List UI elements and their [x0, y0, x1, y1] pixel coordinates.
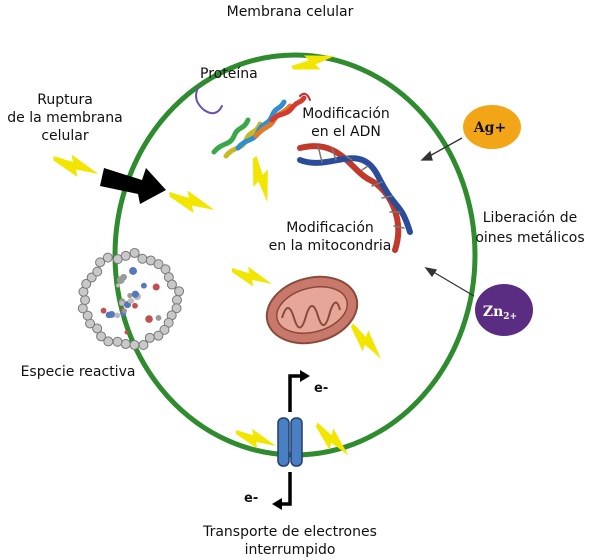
cluster-atom	[120, 250, 131, 261]
cluster-atom	[77, 303, 88, 314]
cluster-atom	[120, 273, 127, 281]
cluster-atom	[124, 330, 129, 335]
dna-mod-label-line2: en el ADN	[311, 124, 381, 140]
transport-label-line2: interrumpido	[245, 542, 336, 558]
cluster-atom	[92, 266, 103, 277]
cluster-atom	[129, 247, 140, 258]
cluster-atom	[138, 340, 149, 351]
zinc-ion: Zn2+	[475, 284, 533, 336]
cluster-atom	[155, 315, 162, 321]
cluster-atom	[122, 308, 128, 314]
electron-arrow-up-head	[300, 370, 310, 382]
cluster-atom	[81, 278, 92, 289]
cluster-atom	[131, 290, 139, 298]
zinc-ion-arrowhead	[424, 267, 438, 278]
zinc-ion-circle	[475, 284, 533, 336]
cluster-atom	[145, 315, 153, 323]
dna-mod-label-line1: Modificación	[302, 106, 390, 122]
silver-ion-circle	[463, 105, 521, 149]
silver-ion-symbol: Ag+	[473, 120, 506, 136]
zinc-ion-symbol: Zn2+	[483, 304, 517, 322]
electron-arrow-up	[288, 374, 302, 412]
cluster-atom	[119, 300, 125, 306]
ion-release-label-line2: oines metálicos	[475, 230, 584, 246]
lightning-icon	[343, 322, 391, 362]
electron-arrow-down-head	[272, 498, 282, 510]
cell-membrane	[112, 52, 478, 458]
cluster-atom	[127, 292, 133, 299]
rupture-arrow	[100, 168, 166, 204]
cluster-atom	[95, 257, 106, 268]
transport-label-line1: Transporte de electrones	[202, 524, 377, 540]
rupture-label-line2: de la membrana	[7, 110, 122, 126]
zinc-ion-arrow	[429, 269, 475, 297]
silver-ion-arrowhead	[420, 150, 433, 161]
cluster-atom	[96, 331, 107, 342]
lightning-icon	[232, 266, 272, 287]
reactive-species-label: Especie reactiva	[21, 364, 136, 380]
cluster-atom	[132, 302, 138, 309]
electron-label-top: e-	[314, 381, 328, 396]
silver-ion: Ag+	[463, 105, 521, 149]
lightning-icon	[290, 40, 337, 83]
cluster-atom	[144, 332, 155, 343]
cluster-atom	[127, 298, 133, 304]
protein-label: Proteína	[200, 66, 258, 82]
mito-mod-label-line1: Modificación	[286, 220, 374, 236]
cluster-atom	[171, 295, 182, 305]
reactive-species-cluster	[77, 247, 185, 351]
cluster-atom	[108, 310, 116, 318]
mito-mod-label-line2: en la mitocondria	[269, 238, 392, 254]
mitochondria	[265, 275, 359, 345]
cluster-atom	[80, 295, 91, 305]
cluster-atom	[100, 307, 107, 314]
lightning-icon	[239, 155, 284, 204]
cluster-atom	[159, 324, 170, 335]
cluster-atom	[103, 336, 114, 347]
lightning-icon	[169, 190, 215, 213]
electron-arrow-down	[280, 472, 292, 506]
cluster-atom	[92, 323, 103, 334]
rupture-label-line1: Ruptura	[37, 92, 93, 108]
cluster-atom	[115, 283, 121, 288]
cluster-atom	[153, 259, 164, 270]
cluster-atom	[129, 267, 137, 275]
cluster-atom	[82, 310, 93, 321]
cluster-atom	[152, 283, 160, 291]
cluster-atom	[129, 339, 140, 350]
cluster-atom	[112, 336, 123, 347]
electron-label-bottom: e-	[244, 491, 258, 506]
electron-channel	[277, 417, 303, 467]
cluster-atom	[153, 330, 164, 341]
cluster-atom	[166, 279, 177, 290]
protein-structure	[195, 87, 311, 159]
cluster-atom	[171, 303, 182, 314]
cluster-atom	[102, 252, 113, 263]
rupture-label-line3: celular	[41, 128, 89, 144]
lightning-icon	[53, 154, 99, 177]
cluster-atom	[120, 338, 131, 349]
membrane-label: Membrana celular	[227, 4, 354, 20]
silver-ion-arrow	[425, 137, 463, 159]
cluster-atom	[174, 286, 185, 297]
cluster-atom	[114, 312, 121, 319]
cluster-atom	[137, 253, 148, 264]
dna-helix	[297, 143, 413, 253]
cluster-atom	[140, 282, 147, 289]
ion-release-label-line1: Liberación de	[483, 210, 578, 226]
